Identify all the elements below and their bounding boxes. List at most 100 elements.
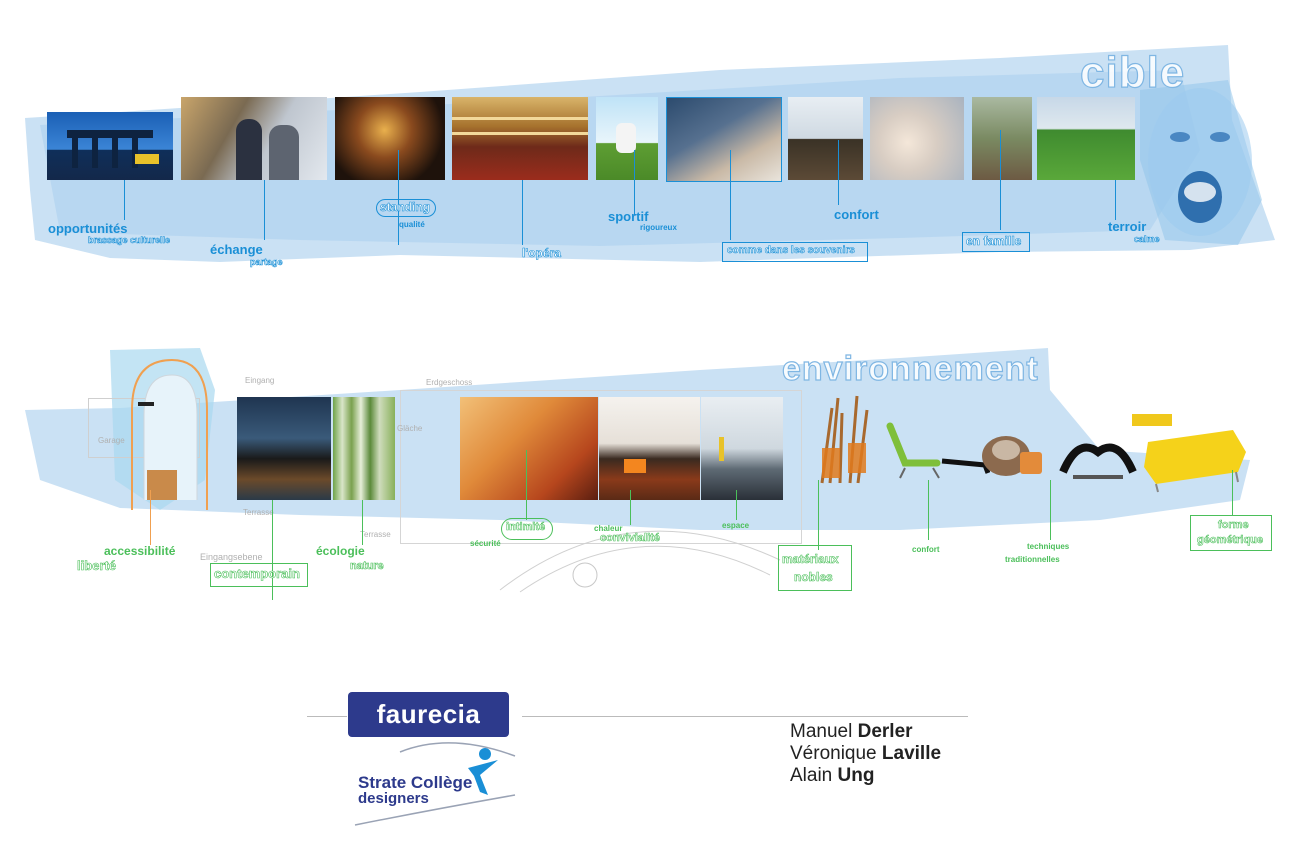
connector-line <box>1000 130 1001 230</box>
label-convivialite: convivialité <box>600 532 661 544</box>
strate-figure-icon <box>354 742 516 826</box>
label-forme: forme <box>1218 519 1249 531</box>
label-chaleur: chaleur <box>594 524 623 533</box>
label-standing: standing <box>380 200 431 214</box>
label-intimite: intimité <box>506 521 546 533</box>
connector-line <box>928 480 929 540</box>
connector-line <box>838 140 839 205</box>
connector-line <box>1050 480 1051 540</box>
photo-modern-house-dusk <box>237 397 331 500</box>
label-calme: calme <box>1134 234 1160 244</box>
connector-line <box>1232 470 1233 515</box>
connector-line <box>730 150 731 240</box>
photo-birch-forest <box>333 397 395 500</box>
plan-label-glaeche: Gläche <box>397 424 423 433</box>
photo-warm-bedroom <box>460 397 598 500</box>
photo-spacious-interior <box>701 397 783 500</box>
standing-frame <box>376 199 436 217</box>
connector-line <box>1115 180 1116 220</box>
photo-businessmen <box>181 97 327 180</box>
credits-list: Manuel Derler Véronique Laville Alain Un… <box>790 721 941 787</box>
label-famille: en famille <box>966 234 1022 248</box>
strate-college-logo: Strate Collège designers <box>350 740 520 832</box>
photo-sea-rocks <box>666 97 782 182</box>
label-liberte: liberté <box>77 558 117 573</box>
faurecia-logo-text: faurecia <box>376 699 481 729</box>
forme-frame <box>1190 515 1272 551</box>
connector-line <box>634 150 635 215</box>
label-materiaux: matériaux <box>782 552 839 566</box>
photo-brandenburg-gate <box>47 112 173 180</box>
photo-countryside <box>1037 97 1135 180</box>
photo-golfer <box>596 97 658 180</box>
connector-line <box>150 490 151 545</box>
photo-boat-deck <box>788 97 863 180</box>
connector-line <box>522 180 523 245</box>
footer-divider-right <box>522 716 968 717</box>
label-accessibilite: accessibilité <box>104 544 176 558</box>
photo-woven-bowls <box>982 436 1042 476</box>
credit-name: Véronique Laville <box>790 743 942 764</box>
floor-plan-arcs <box>499 530 781 593</box>
label-confort-env: confort <box>912 545 940 554</box>
plan-label-eingangsebene: Eingangsebene <box>200 552 263 562</box>
label-rigoureux: rigoureux <box>640 223 677 232</box>
strate-designers: designers <box>358 790 429 807</box>
photo-baby-sleeping <box>870 97 964 180</box>
connector-line <box>398 150 399 245</box>
label-terroir: terroir <box>1108 219 1147 234</box>
label-ecologie: écologie <box>316 544 365 558</box>
label-securite: sécurité <box>470 539 501 548</box>
cible-title: cible <box>1079 47 1186 97</box>
connector-line <box>736 490 737 520</box>
footer-divider-left <box>307 716 347 717</box>
credit-name: Manuel Derler <box>790 721 913 742</box>
connector-line <box>362 500 363 545</box>
environnement-title: environnement <box>781 349 1039 388</box>
label-souvenirs: comme dans les souvenirs <box>727 245 855 256</box>
plan-label-terrasse: Terrasse <box>360 530 391 539</box>
floor-plan-outline <box>400 390 802 544</box>
label-partage: partage <box>250 257 283 267</box>
photo-standing <box>335 97 445 180</box>
materiaux-frame <box>778 545 852 591</box>
connector-line <box>272 500 273 600</box>
label-nobles: nobles <box>794 570 833 584</box>
contemporain-frame <box>210 563 308 587</box>
connector-line <box>264 180 265 240</box>
strate-college-name: Strate Collège <box>358 773 473 792</box>
photo-black-white-sculpture <box>1059 443 1137 479</box>
faurecia-logo: faurecia <box>348 692 509 737</box>
plan-label-eingang: Eingang <box>245 376 275 385</box>
intimite-frame <box>501 518 553 540</box>
label-opportunites: opportunités <box>48 221 128 236</box>
photo-reeds-lamps <box>820 395 869 484</box>
arch-interior-graphic <box>131 358 208 510</box>
label-echange: échange <box>210 242 263 257</box>
label-opera: l'opéra <box>522 246 561 260</box>
label-techniques: techniques <box>1027 542 1070 551</box>
label-brassage: brassage culturelle <box>88 235 171 245</box>
photo-yellow-sofa <box>1132 414 1246 493</box>
photo-family <box>972 97 1032 180</box>
label-traditionnelles: traditionnelles <box>1005 555 1060 564</box>
plan-label-garage: Garage <box>98 436 125 445</box>
connector-line <box>630 490 631 525</box>
label-qualite: qualité <box>399 220 425 229</box>
connector-line <box>124 180 125 220</box>
photo-green-lounge-chair <box>886 422 941 479</box>
label-espace: espace <box>722 521 750 530</box>
label-contemporain: contemporain <box>214 566 301 581</box>
label-nature: nature <box>350 560 384 572</box>
screaming-face-image <box>1148 88 1252 236</box>
connector-line <box>526 450 527 520</box>
label-geometrique: géométrique <box>1197 534 1264 546</box>
photo-fireplace-room <box>599 397 700 500</box>
plan-label-erdgeschoss: Erdgeschoss <box>426 378 473 387</box>
photo-opera-house <box>452 97 588 180</box>
label-confort-cible: confort <box>834 207 879 222</box>
label-sportif: sportif <box>608 209 649 224</box>
famille-frame <box>962 232 1030 252</box>
souvenirs-frame <box>722 242 868 262</box>
plan-label-terrasse: Terrasse <box>243 508 274 517</box>
